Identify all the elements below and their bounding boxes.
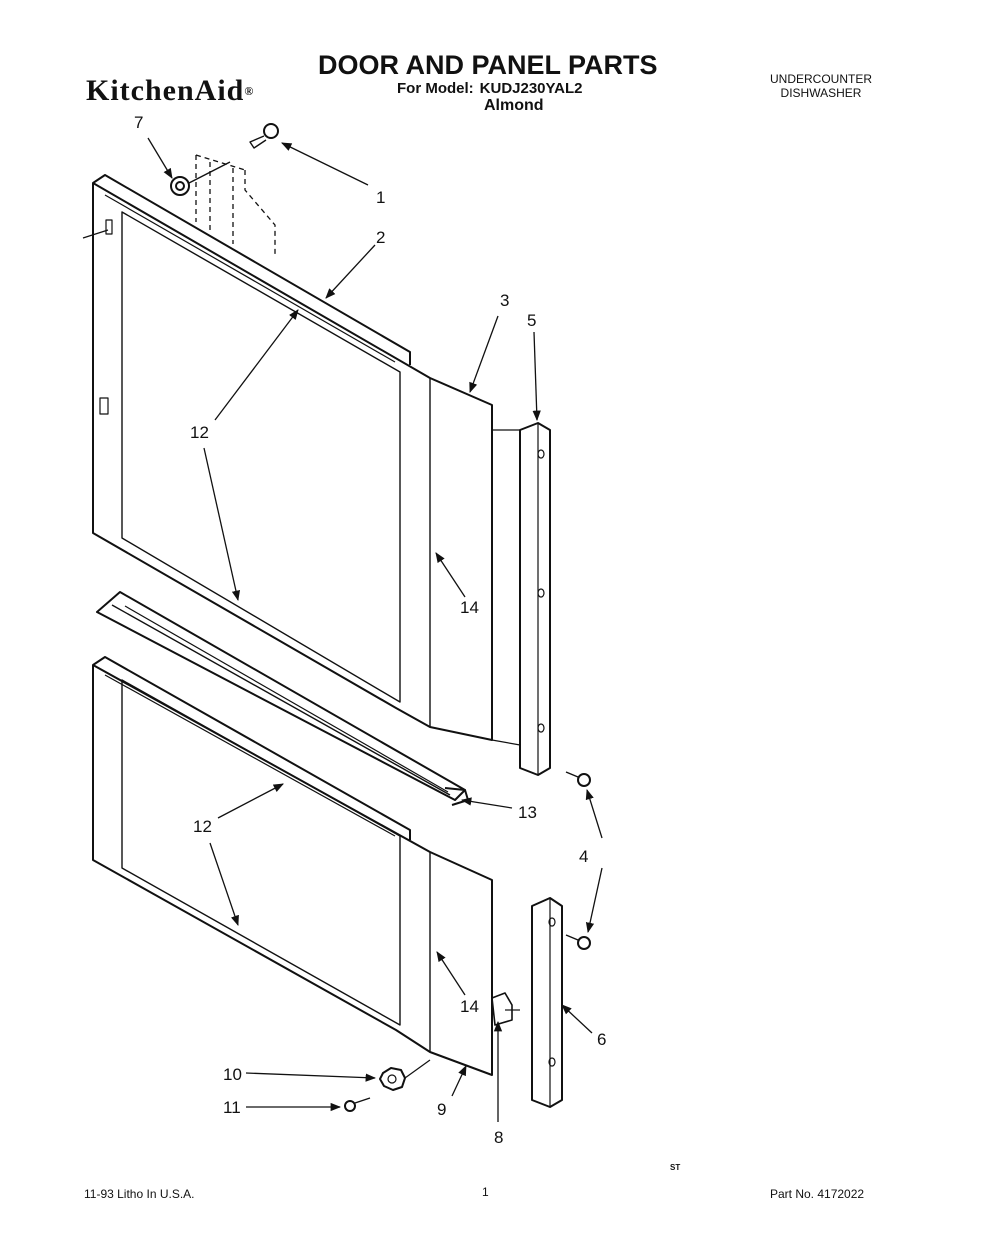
leader-1 (281, 142, 369, 186)
screw (249, 123, 279, 149)
callout-4: 4 (579, 847, 588, 866)
leader-12a-top (214, 309, 299, 421)
leader-14a (435, 552, 466, 598)
leader-12b-bottom (209, 842, 239, 926)
screw-lower (565, 934, 591, 950)
callout-11: 11 (223, 1098, 241, 1117)
model-number: KUDJ230YAL2 (479, 80, 583, 97)
leader-10 (245, 1072, 377, 1082)
product-type: UNDERCOUNTER DISHWASHER (770, 72, 872, 100)
nut (170, 161, 231, 196)
callout-12-upper: 12 (190, 423, 209, 442)
leader-5 (532, 331, 541, 422)
panel-bracket (491, 992, 520, 1026)
leader-3 (469, 315, 499, 393)
callout-9: 9 (437, 1100, 446, 1119)
footer-code: ST (670, 1163, 681, 1172)
callout-2: 2 (376, 228, 385, 247)
leader-2 (325, 244, 376, 299)
callout-13: 13 (518, 803, 537, 822)
litho-note: 11-93 Litho In U.S.A. (84, 1187, 195, 1201)
model-line: For Model: KUDJ230YAL2 (397, 80, 583, 97)
brand-logo: KitchenAid® (86, 76, 254, 106)
upper-side-trim (491, 422, 551, 776)
callout-10: 10 (223, 1065, 242, 1084)
callout-14-upper: 14 (460, 598, 479, 617)
callout-3: 3 (500, 291, 509, 310)
hidden-bracket-outline (195, 154, 276, 255)
leader-6 (561, 1004, 593, 1034)
model-color: Almond (484, 97, 544, 114)
leader-4-up (585, 789, 603, 839)
callout-12-lower: 12 (193, 817, 212, 836)
spacer (379, 1059, 431, 1091)
lower-door-panel (92, 656, 493, 1076)
brand-name: KitchenAid (86, 74, 245, 107)
product-type-line-1: UNDERCOUNTER (770, 72, 872, 86)
leader-4-down (585, 867, 603, 934)
callout-7: 7 (134, 113, 143, 132)
leader-14b (436, 951, 466, 996)
handle-trim (96, 591, 469, 806)
screw-upper (565, 771, 591, 787)
part-number: Part No. 4172022 (770, 1187, 865, 1201)
callout-8: 8 (494, 1128, 503, 1147)
callout-1: 1 (376, 188, 385, 207)
registered-mark: ® (244, 84, 255, 98)
product-type-line-2: DISHWASHER (780, 86, 862, 100)
model-label: For Model: (397, 80, 474, 97)
callout-14-lower: 14 (460, 997, 479, 1016)
leader-12a-bottom (203, 447, 241, 602)
upper-door-panel (82, 174, 493, 741)
spacer-screw (344, 1097, 371, 1112)
leader-13 (460, 797, 513, 809)
page-number: 1 (482, 1185, 489, 1199)
leader-7 (147, 137, 173, 179)
leader-9 (451, 1065, 467, 1097)
callout-5: 5 (527, 311, 536, 330)
page-title: DOOR AND PANEL PARTS (318, 50, 658, 80)
leader-12b-top (217, 783, 284, 819)
lower-side-trim (531, 897, 563, 1108)
callout-6: 6 (597, 1030, 606, 1049)
